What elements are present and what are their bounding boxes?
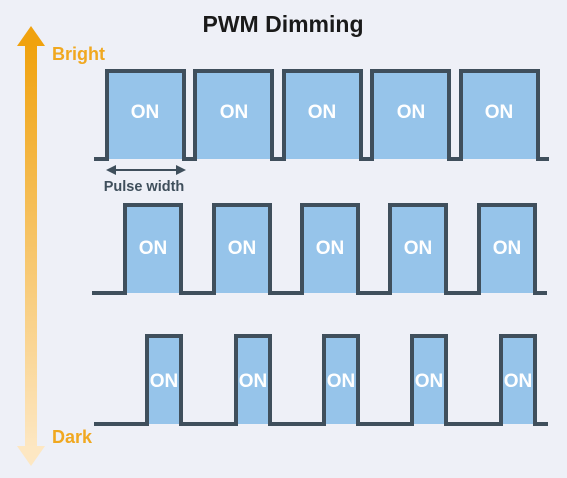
on-label: ON [504,371,533,392]
pwm-waveform [94,334,548,426]
on-label: ON [327,371,356,392]
on-label: ON [139,238,168,259]
on-label: ON [485,102,514,123]
on-label: ON [150,371,179,392]
arrow-right-icon [176,165,186,175]
page-title: PWM Dimming [203,11,364,37]
on-label: ON [131,102,160,123]
dark-label: Dark [52,427,93,447]
pwm-waveform [92,203,547,295]
on-label: ON [397,102,426,123]
on-pulse [284,73,361,159]
pulse-width-indicator: Pulse width [104,165,186,195]
brightness-scale-arrow [17,26,45,466]
waveform-row-medium: ON ON ON ON ON [92,203,547,295]
on-pulse [461,73,538,159]
on-label: ON [239,371,268,392]
on-pulse [125,207,181,293]
on-pulse [302,207,358,293]
on-label: ON [404,238,433,259]
on-pulse [214,207,270,293]
on-pulse [390,207,446,293]
on-pulse [107,73,184,159]
pwm-waveform [94,69,549,161]
on-label: ON [308,102,337,123]
arrow-left-icon [106,165,116,175]
on-label: ON [493,238,522,259]
on-pulse [479,207,535,293]
on-pulse [372,73,449,159]
bright-label: Bright [52,44,105,64]
on-pulse [501,338,535,424]
arrow-down-icon [17,446,45,466]
on-label: ON [316,238,345,259]
on-pulse [324,338,358,424]
pulse-width-label: Pulse width [104,179,185,195]
on-pulse [412,338,446,424]
on-label: ON [220,102,249,123]
arrow-up-icon [17,26,45,46]
on-label: ON [415,371,444,392]
waveform-row-bright: ON ON ON ON ON [94,69,549,161]
on-pulse [236,338,270,424]
on-label: ON [228,238,257,259]
waveform-row-dark: ON ON ON ON ON [94,334,548,426]
on-pulse [147,338,181,424]
on-pulse [195,73,272,159]
